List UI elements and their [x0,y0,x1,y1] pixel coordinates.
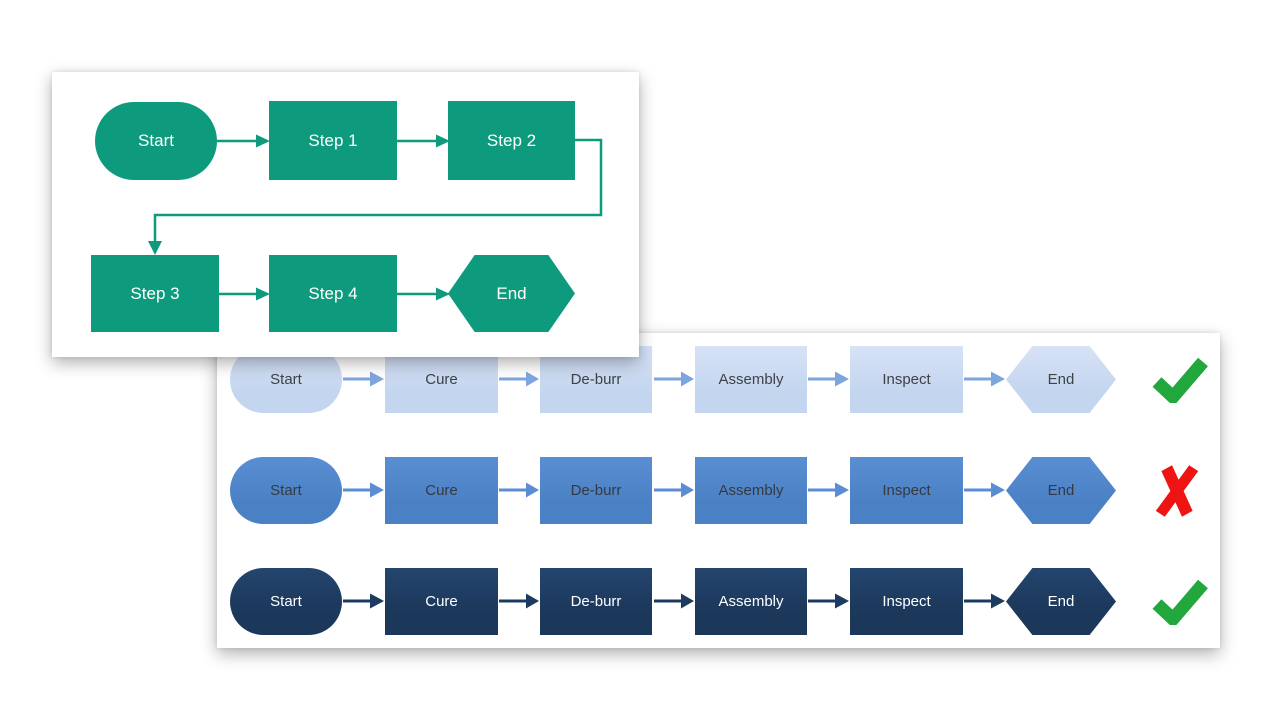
node-label: De-burr [570,593,622,610]
node-label: Inspect [882,482,931,499]
node-label: Start [270,593,302,610]
node-label: Step 1 [308,130,358,150]
flow-node-assembly: Assembly [695,346,807,413]
node-label: De-burr [570,482,622,499]
node-label: De-burr [570,371,622,388]
flow-node-start: Start [230,457,342,524]
flow-node-deburr: De-burr [540,457,652,524]
flow-node-step1: Step 1 [269,101,397,180]
comparison-flowcharts-card: Start Cure De-burr Assembly Inspect End … [217,333,1220,648]
flow-node-start: Start [230,346,342,413]
flow-node-inspect: Inspect [850,457,963,524]
node-label: Step 4 [308,283,358,303]
flow-node-step4: Step 4 [269,255,397,332]
node-label: Start [270,371,302,388]
flow-node-end: End [1006,568,1116,635]
node-label: Start [138,131,174,150]
flow-node-step2: Step 2 [448,101,575,180]
flow-node-deburr: De-burr [540,568,652,635]
node-label: End [496,283,527,303]
flow-node-end: End [1006,346,1116,413]
flow-node-assembly: Assembly [695,568,807,635]
flow-node-start: Start [95,102,217,180]
flow-node-cure: Cure [385,457,498,524]
check-icon [1152,357,1208,403]
node-label: Cure [425,371,458,388]
node-label: Inspect [882,593,931,610]
flow-node-cure: Cure [385,568,498,635]
node-label: End [1047,593,1075,610]
cross-icon [1155,465,1199,517]
flow-node-cure: Cure [385,346,498,413]
node-label: Assembly [718,593,784,610]
example-flowchart-card: Start Step 1 Step 2 Step 3 Step 4 End [52,72,639,357]
node-label: Step 3 [130,283,180,303]
node-label: Assembly [718,482,784,499]
node-label: Cure [425,593,458,610]
flow-node-start: Start [230,568,342,635]
flow-node-deburr: De-burr [540,346,652,413]
node-label: Start [270,482,302,499]
node-label: Inspect [882,371,931,388]
flow-node-step3: Step 3 [91,255,219,332]
node-label: Assembly [718,371,784,388]
flow-node-end: End [1006,457,1116,524]
flow-node-inspect: Inspect [850,346,963,413]
check-icon [1152,579,1208,625]
flow-node-end: End [448,255,575,332]
node-label: Cure [425,482,458,499]
flow-node-inspect: Inspect [850,568,963,635]
flow-node-assembly: Assembly [695,457,807,524]
node-label: End [1047,482,1075,499]
node-label: End [1047,371,1075,388]
node-label: Step 2 [486,130,537,150]
